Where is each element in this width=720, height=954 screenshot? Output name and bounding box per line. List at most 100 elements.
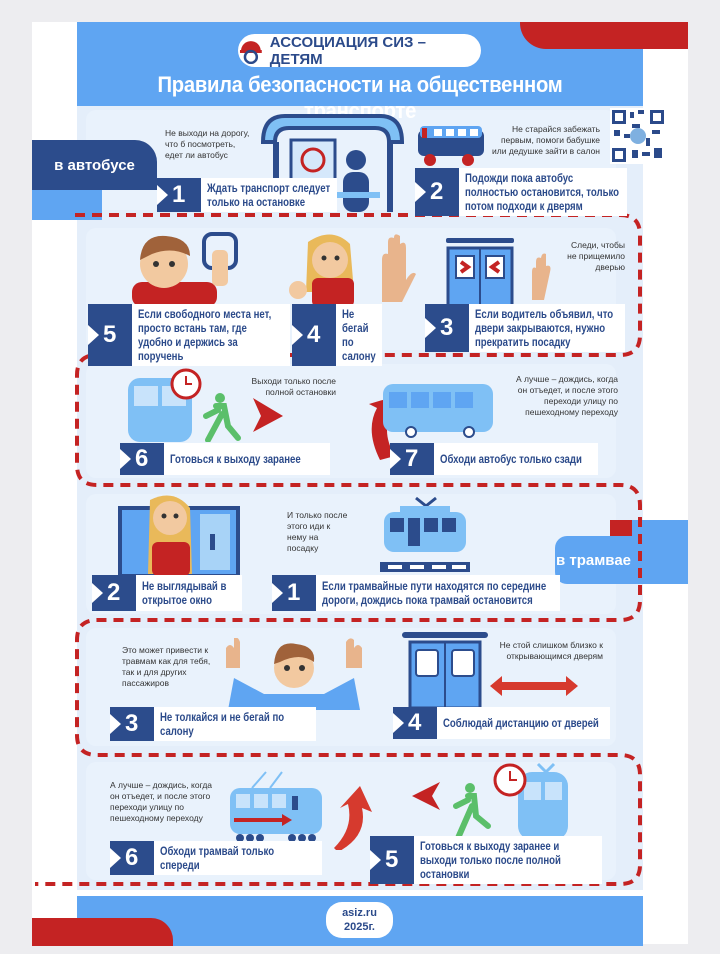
note-bus-3: Следи, чтобы не прищемило дверью <box>567 240 625 272</box>
organization-badge: АССОЦИАЦИЯ СИЗ – ДЕТЯМ <box>238 33 481 68</box>
note-bus-1: Не выходи на дорогу, что б посмотреть, е… <box>165 128 250 160</box>
tram-doors-distance-illustration <box>402 632 578 708</box>
step-number-badge: 5 <box>370 836 414 884</box>
girl-at-window-illustration <box>118 495 240 576</box>
step-text: Не бегай по салону <box>342 307 376 363</box>
year-label: 2025г. <box>343 921 375 933</box>
note-bus-4: Выходи только после полной остановки <box>251 376 336 397</box>
section-tab-tram: в трамвае <box>555 536 632 584</box>
note-bus-5: А лучше – дождись, когда он отъедет, и п… <box>516 374 618 417</box>
step-number-badge: 6 <box>120 443 164 475</box>
step-number-badge: 2 <box>92 575 136 611</box>
tram-on-tracks-illustration <box>380 496 470 572</box>
step-text: Готовься к выходу заранее <box>170 452 301 466</box>
chevron-icon <box>390 449 401 469</box>
qr-code[interactable] <box>610 108 666 164</box>
section-tab-bus: в автобусе <box>32 140 157 190</box>
step-text: Подожди пока автобус полностью остановит… <box>465 171 620 213</box>
step-text: Готовься к выходу заранее и выходи тольк… <box>420 839 561 881</box>
note-tram-3: Не стой слишком близко к открывающимся д… <box>499 640 603 661</box>
step-text-box: Не толкайся и не бегай по салону <box>154 707 316 741</box>
chevron-icon <box>393 713 404 733</box>
note-tram-2: Это может привести к травмам как для теб… <box>122 645 211 688</box>
telegram-icon <box>630 128 646 144</box>
note-tram-4: А лучше – дождись, когда он отъедет, и п… <box>110 780 212 823</box>
note-bus-2: Не старайся забежать первым, помоги бабу… <box>492 124 600 156</box>
chevron-icon <box>110 714 121 734</box>
step-text-box: Если трамвайные пути находятся по середи… <box>316 575 560 611</box>
step-text: Если водитель объявил, что двери закрыва… <box>475 307 614 349</box>
step-text-box: Если водитель объявил, что двери закрыва… <box>469 304 625 352</box>
bus-step-7: 7 Обходи автобус только сзади <box>390 443 598 475</box>
chevron-icon <box>92 583 103 603</box>
note-tram-1: И только после этого иди к нему на посад… <box>287 510 348 553</box>
chevron-icon <box>292 325 303 345</box>
red-corner-decoration <box>520 22 688 49</box>
step-text-box: Если свободного места нет, просто встань… <box>132 304 290 366</box>
step-text-box: Не бегай по салону <box>336 304 382 366</box>
step-text-box: Готовься к выходу заранее и выходи тольк… <box>414 836 602 884</box>
step-text: Соблюдай дистанцию от дверей <box>443 716 599 730</box>
curved-arrow-icon <box>334 786 372 850</box>
step-number-badge: 1 <box>157 178 201 212</box>
tab-decoration <box>32 190 102 220</box>
step-number-badge: 1 <box>272 575 316 611</box>
step-text: Не выглядывай в открытое окно <box>142 579 227 607</box>
step-number-badge: 6 <box>110 841 154 875</box>
arrow-icon <box>253 398 283 432</box>
step-text: Не толкайся и не бегай по салону <box>160 710 285 738</box>
chevron-icon <box>272 583 283 603</box>
step-text-box: Готовься к выходу заранее <box>164 443 330 475</box>
organization-name: АССОЦИАЦИЯ СИЗ – ДЕТЯМ <box>269 33 426 68</box>
chevron-icon <box>157 185 168 205</box>
walk-behind-bus-illustration <box>369 384 493 460</box>
step-text-box: Обходи трамвай только спереди <box>154 841 322 875</box>
step-text-box: Ждать транспорт следует только на остано… <box>201 178 337 212</box>
step-text-box: Обходи автобус только сзади <box>434 443 598 475</box>
step-text: Обходи автобус только сзади <box>440 452 582 466</box>
step-text-box: Соблюдай дистанцию от дверей <box>437 707 610 739</box>
step-number-badge: 4 <box>292 304 336 366</box>
section-label-bus: в автобусе <box>54 156 135 174</box>
closing-doors-illustration <box>446 238 551 308</box>
step-number-badge: 2 <box>415 168 459 216</box>
girl-raising-hand-illustration <box>289 234 416 307</box>
double-arrow-icon <box>490 676 578 696</box>
red-corner-decoration <box>32 918 173 946</box>
step-text: Обходи трамвай только спереди <box>160 844 275 872</box>
footer-badge: asiz.ru 2025г. <box>326 902 393 938</box>
bus-step-6: 6 Готовься к выходу заранее <box>120 443 330 475</box>
exit-tram-illustration <box>412 762 568 840</box>
step-text: Если трамвайные пути находятся по середи… <box>322 579 547 607</box>
step-text-box: Подожди пока автобус полностью остановит… <box>459 168 627 216</box>
bus-icon <box>418 126 484 166</box>
step-number-badge: 5 <box>88 304 132 366</box>
step-number-badge: 3 <box>425 304 469 352</box>
boy-raising-hands-illustration <box>226 638 362 710</box>
clock-icon <box>300 147 326 173</box>
step-text: Если свободного места нет, просто встань… <box>138 307 272 363</box>
step-number-badge: 7 <box>390 443 434 475</box>
chevron-icon <box>425 318 436 338</box>
boy-holding-handrail-illustration <box>132 232 238 307</box>
website-link[interactable]: asiz.ru <box>342 907 377 919</box>
helmet-logo-icon <box>239 40 262 64</box>
walk-in-front-of-tram-illustration <box>230 771 372 850</box>
step-number-badge: 3 <box>110 707 154 741</box>
chevron-icon <box>370 850 381 870</box>
step-text-box: Не выглядывай в открытое окно <box>136 575 242 611</box>
chevron-icon <box>415 182 426 202</box>
chevron-icon <box>110 848 121 868</box>
